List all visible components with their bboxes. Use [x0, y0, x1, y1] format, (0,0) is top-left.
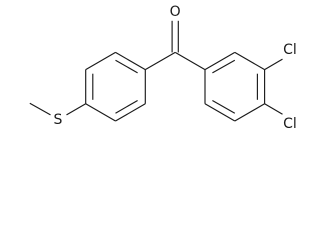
methylthio-substituent: [29, 102, 86, 116]
aromatic-inner-line-right-1: [212, 59, 236, 74]
chlorine-atom-2: Cl: [279, 116, 299, 132]
bond-sulfur-to-methyl: [29, 102, 51, 116]
chloro-substituents: [264, 58, 283, 115]
bond-left-ring-4: [85, 103, 116, 122]
bond-left-ring-2: [85, 51, 116, 71]
bond-carbonyl-to-right-ring: [174, 51, 206, 71]
chemical-structure-svg: O S Cl Cl: [29, 3, 299, 132]
oxygen-label: O: [170, 4, 181, 20]
bond-right-ring-5: [204, 103, 236, 122]
bond-right-ring-1: [204, 51, 236, 71]
chlorine-2-label-background: [279, 116, 299, 132]
atom-labels: O S Cl Cl: [51, 3, 299, 132]
chlorine-1-label: Cl: [283, 42, 297, 58]
oxygen-atom: O: [168, 3, 182, 20]
carbonyl-bridge: [145, 20, 206, 71]
aromatic-inner-line-left-1: [115, 59, 138, 74]
bond-ring-to-chlorine-2: [264, 103, 283, 115]
aromatic-inner-line-right-3: [212, 99, 236, 114]
aromatic-inner-line-left-3: [115, 100, 138, 114]
bond-right-ring-2: [234, 51, 265, 71]
bond-ring-to-sulfur: [66, 103, 86, 116]
chemical-structure-canvas: O S Cl Cl: [29, 3, 299, 132]
bond-left-ring-5: [115, 103, 146, 122]
chlorine-1-label-background: [279, 42, 299, 58]
chlorine-2-label: Cl: [283, 116, 297, 132]
bond-left-ring-1: [115, 51, 146, 71]
bond-ring-to-chlorine-1: [264, 58, 283, 71]
left-benzene-ring: [85, 51, 146, 122]
chlorine-atom-1: Cl: [279, 42, 299, 58]
sulfur-atom: S: [51, 111, 65, 128]
bond-right-ring-4: [234, 103, 265, 122]
sulfur-label-background: [51, 111, 65, 128]
right-benzene-ring: [204, 51, 266, 122]
sulfur-label: S: [54, 112, 63, 128]
bond-left-ring-to-carbonyl: [145, 51, 176, 71]
oxygen-label-background: [168, 3, 182, 20]
